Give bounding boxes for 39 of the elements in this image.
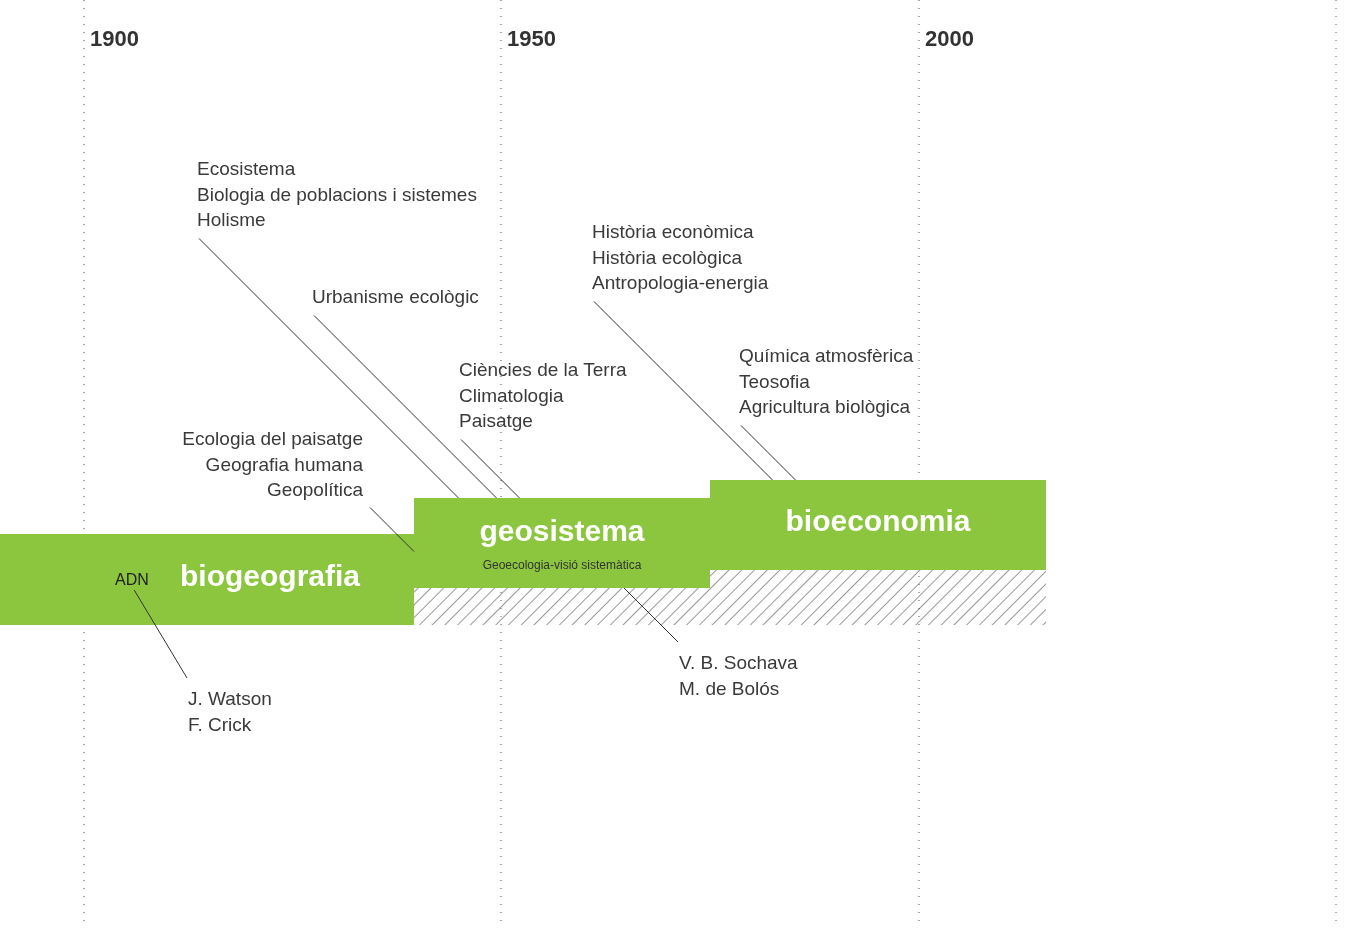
term-label: Holisme <box>197 208 266 232</box>
term-label: J. Watson <box>188 687 272 711</box>
leader-line <box>313 315 497 499</box>
term-label: Química atmosfèrica <box>739 344 914 368</box>
term-label: ADN <box>115 570 149 590</box>
band-subtitle: Geoecologia-visió sistemàtica <box>481 557 643 574</box>
term-label: Climatologia <box>459 383 564 408</box>
term-label: Ciències de la Terra <box>459 358 627 382</box>
term-label: Història econòmica <box>592 220 754 244</box>
term-label: Ecologia del paisatge <box>182 427 363 451</box>
year-label: 1900 <box>90 28 139 50</box>
term-label: Urbanisme ecològic <box>312 284 479 310</box>
term-label: F. Crick <box>188 712 252 737</box>
band-title: geosistema <box>478 516 646 546</box>
timeline-band <box>0 534 414 625</box>
term-label: Agricultura biològica <box>739 395 911 419</box>
leader-line <box>369 507 415 552</box>
term-label: Antropologia-energia <box>592 271 769 295</box>
band-title: biogeografia <box>180 561 360 591</box>
year-label: 2000 <box>925 28 974 50</box>
leader-line <box>740 425 796 481</box>
timeline-band <box>710 480 1046 570</box>
term-label: V. B. Sochava <box>679 651 798 675</box>
term-label: M. de Bolós <box>679 676 780 701</box>
band-title: bioeconomia <box>784 506 972 536</box>
hatched-bar <box>414 570 1046 625</box>
leader-line <box>623 587 679 643</box>
leader-line <box>460 439 520 499</box>
term-label: Teosofia <box>739 369 810 394</box>
term-label: Història ecològica <box>592 245 742 270</box>
term-label: Paisatge <box>459 409 533 433</box>
year-label: 1950 <box>507 28 556 50</box>
term-label: Biologia de poblacions i sistemes <box>197 182 477 207</box>
term-label: Ecosistema <box>197 157 296 181</box>
leader-line <box>198 238 459 499</box>
leader-line <box>593 301 773 481</box>
term-label: Geografia humana <box>205 452 363 477</box>
leader-line <box>133 589 188 679</box>
term-label: Geopolítica <box>266 478 363 502</box>
